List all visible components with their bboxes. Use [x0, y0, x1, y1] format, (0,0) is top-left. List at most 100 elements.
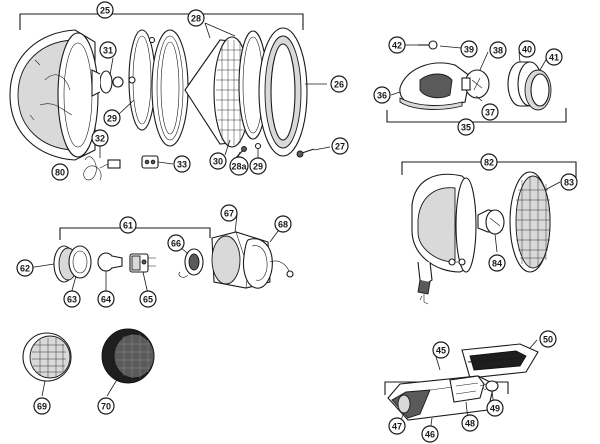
callout-circle — [481, 103, 499, 121]
reflector-69 — [22, 332, 72, 397]
callout-circle — [480, 153, 498, 171]
callout-circle — [373, 86, 391, 104]
callout-number: 61 — [123, 221, 133, 231]
callout-37: 37 — [481, 103, 499, 121]
callout-number: 82 — [484, 158, 494, 168]
side-lamp-lens — [524, 69, 552, 111]
rear-lamp-holder — [129, 253, 156, 273]
callout-number: 62 — [20, 264, 30, 274]
callout-29: 29 — [103, 109, 121, 127]
callout-46: 46 — [421, 425, 439, 443]
callout-circle — [545, 48, 563, 66]
callout-25: 25 — [96, 1, 114, 19]
callout-35: 35 — [457, 118, 475, 136]
callout-67: 67 — [220, 204, 238, 222]
callout-circle — [330, 75, 348, 93]
callout-circle — [16, 259, 34, 277]
callout-40: 40 — [518, 40, 536, 58]
callout-28a: 28a — [229, 156, 249, 176]
rear-lamp-gasket — [242, 238, 294, 289]
callout-62: 62 — [16, 259, 34, 277]
callout-number: 65 — [143, 295, 153, 305]
seating-ring — [151, 29, 189, 147]
callout-number: 47 — [392, 422, 402, 432]
callout-number: 36 — [377, 91, 387, 101]
callout-number: 28 — [191, 14, 201, 24]
rim-screw — [296, 148, 315, 158]
callout-circle — [139, 290, 157, 308]
callout-number: 49 — [490, 404, 500, 414]
callout-83: 83 — [560, 173, 578, 191]
plug-connector — [141, 155, 159, 169]
callout-number: 42 — [392, 41, 402, 51]
callout-38: 38 — [489, 41, 507, 59]
callout-39: 39 — [460, 40, 478, 58]
callout-26: 26 — [330, 75, 348, 93]
callout-circle — [388, 417, 406, 435]
callout-80: 80 — [51, 163, 69, 181]
wiring-harness — [83, 156, 121, 181]
fog-lamp-bulb — [477, 209, 505, 235]
side-lamp-screw — [418, 40, 438, 50]
callout-circle — [173, 155, 191, 173]
callout-number: 84 — [492, 259, 502, 269]
callout-circle — [51, 163, 69, 181]
callout-31: 31 — [99, 41, 117, 59]
callout-number: 40 — [522, 45, 532, 55]
callout-circle — [91, 129, 109, 147]
callout-number: 29 — [253, 162, 263, 172]
callout-number: 39 — [464, 45, 474, 55]
callout-number: 31 — [103, 46, 113, 56]
side-lamp-body — [399, 62, 471, 110]
bracket-35 — [386, 108, 567, 123]
callout-number: 66 — [171, 239, 181, 249]
callout-36: 36 — [373, 86, 391, 104]
rear-lamp-bulb — [97, 252, 123, 272]
callout-66: 66 — [167, 234, 185, 252]
callout-labels: 25 28 31 29 26 30 28a 29 27 32 33 80 42 39 38 40 41 36 37 3… — [16, 1, 578, 443]
callout-circle — [432, 341, 450, 359]
callout-circle — [486, 399, 504, 417]
callout-number: 48 — [465, 419, 475, 429]
headlamp-assembly — [9, 13, 331, 181]
callout-number: 32 — [95, 134, 105, 144]
callout-48: 48 — [461, 414, 479, 432]
callout-number: 38 — [493, 46, 503, 56]
headlamp-shell — [9, 29, 99, 161]
callout-number: 25 — [100, 6, 110, 16]
callout-circle — [539, 330, 557, 348]
callout-61: 61 — [119, 216, 137, 234]
callout-33: 33 — [173, 155, 191, 173]
callout-circle — [103, 109, 121, 127]
callout-circle — [97, 397, 115, 415]
callout-50: 50 — [539, 330, 557, 348]
side-lamp-assembly — [386, 40, 567, 123]
callout-circle — [421, 425, 439, 443]
callout-84: 84 — [488, 254, 506, 272]
callout-circle — [187, 9, 205, 27]
callout-number: 27 — [335, 142, 345, 152]
callout-number: 64 — [101, 295, 111, 305]
callout-30: 30 — [209, 152, 227, 170]
callout-number: 67 — [224, 209, 234, 219]
callout-64: 64 — [97, 290, 115, 308]
callout-circle — [460, 40, 478, 58]
callout-32: 32 — [91, 129, 109, 147]
callout-number: 26 — [334, 80, 344, 90]
callout-circle — [331, 137, 349, 155]
callout-number: 69 — [37, 402, 47, 412]
callout-number: 46 — [425, 430, 435, 440]
callout-circle — [518, 40, 536, 58]
side-lamp-bulb — [461, 69, 490, 99]
callout-number: 41 — [549, 53, 559, 63]
rear-lamp-lens — [53, 245, 92, 283]
callout-number: 33 — [177, 160, 187, 170]
callout-47: 47 — [388, 417, 406, 435]
callout-number: 30 — [213, 157, 223, 167]
callout-circle — [461, 414, 479, 432]
callout-number: 50 — [543, 335, 553, 345]
fog-lamp-body — [411, 173, 477, 273]
callout-29: 29 — [249, 157, 267, 175]
callout-63: 63 — [63, 290, 81, 308]
